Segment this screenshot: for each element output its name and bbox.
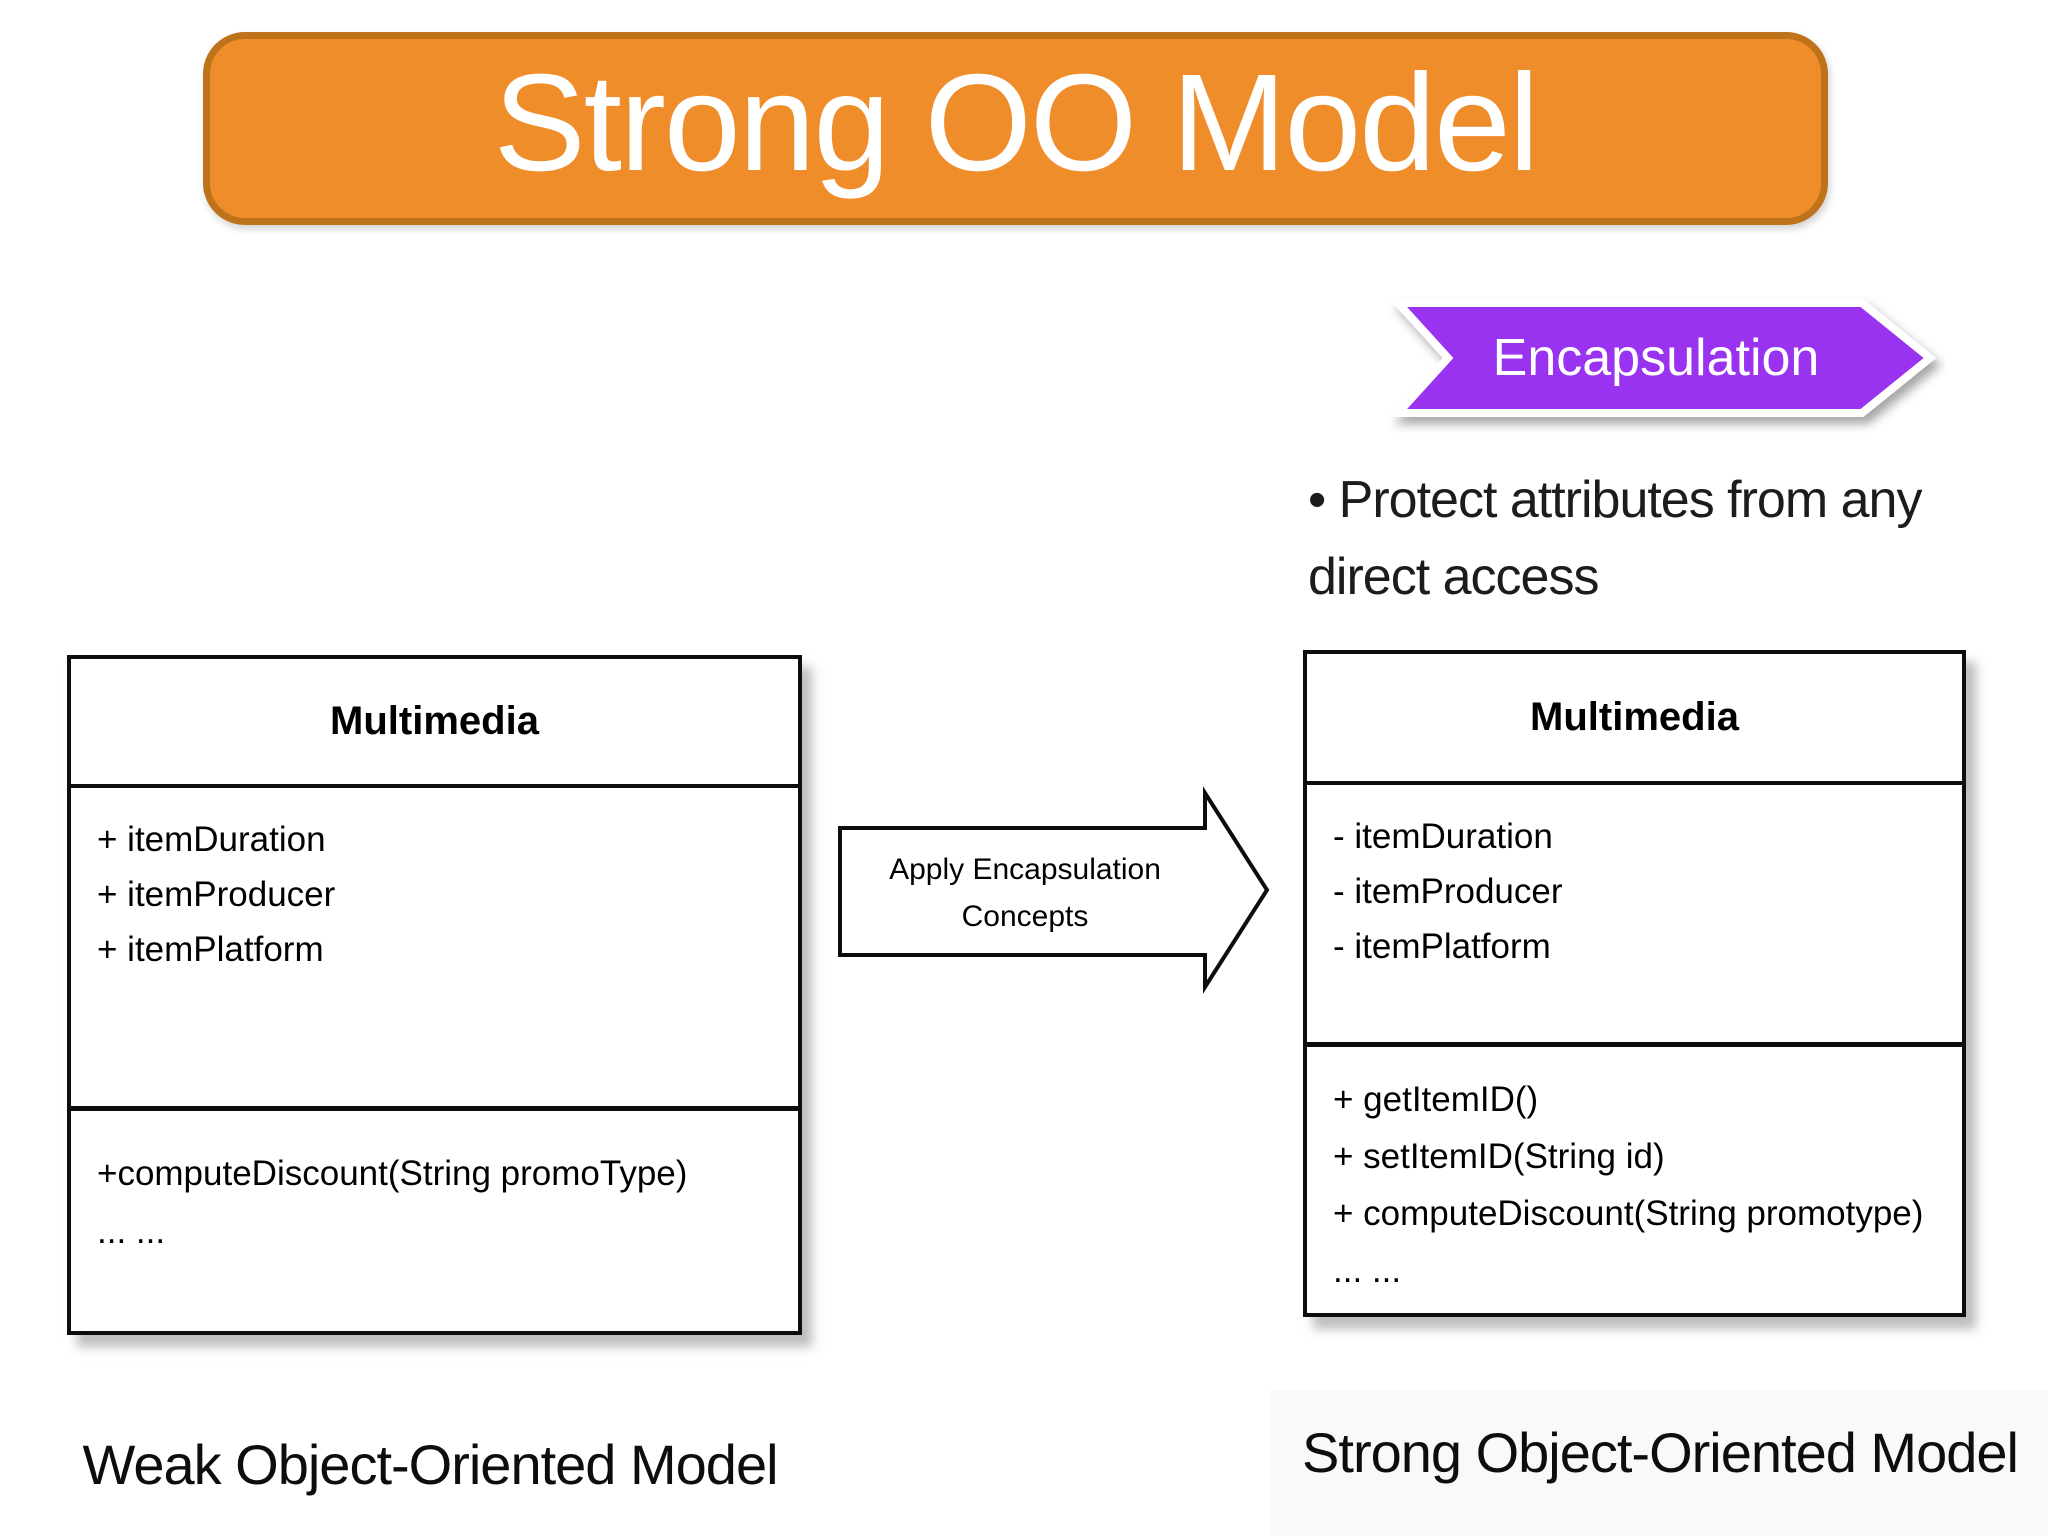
title-banner: Strong OO Model xyxy=(203,32,1828,225)
chevron-arrow-icon xyxy=(1388,299,1937,417)
attribute-item: + itemDuration xyxy=(97,820,326,859)
strong-class-name: Multimedia xyxy=(1307,654,1962,785)
method-item: + computeDiscount(String promotype) xyxy=(1333,1194,1924,1233)
attribute-item: + itemPlatform xyxy=(97,930,324,969)
transform-arrow-icon xyxy=(838,786,1270,994)
bullet-point: • Protect attributes from any direct acc… xyxy=(1308,471,1922,606)
weak-class-attributes: + itemDuration + itemProducer + itemPlat… xyxy=(71,788,798,1111)
method-item: + setItemID(String id) xyxy=(1333,1137,1665,1176)
attribute-item: - itemDuration xyxy=(1333,817,1553,856)
attribute-item: + itemProducer xyxy=(97,875,336,914)
weak-class-box: Multimedia + itemDuration + itemProducer… xyxy=(67,655,802,1335)
transform-arrow-label: Apply Encapsulation Concepts xyxy=(889,852,1161,933)
page-title: Strong OO Model xyxy=(493,46,1540,200)
strong-model-caption: Strong Object-Oriented Model xyxy=(1302,1421,2019,1484)
encapsulation-banner: Encapsulation xyxy=(1380,285,1970,445)
method-item: + getItemID() xyxy=(1333,1080,1539,1119)
strong-class-box: Multimedia - itemDuration - itemProducer… xyxy=(1303,650,1966,1317)
weak-class-name: Multimedia xyxy=(71,659,798,788)
strong-class-methods: + getItemID() + setItemID(String id) + c… xyxy=(1307,1047,1962,1299)
strong-class-attributes: - itemDuration - itemProducer - itemPlat… xyxy=(1307,785,1962,1047)
weak-class-methods: +computeDiscount(String promoType) ... .… xyxy=(71,1111,798,1261)
method-item: ... ... xyxy=(1333,1251,1402,1290)
encapsulation-label: Encapsulation xyxy=(1492,329,1820,387)
method-item: ... ... xyxy=(97,1212,166,1251)
weak-model-caption: Weak Object-Oriented Model xyxy=(82,1433,778,1496)
attribute-item: - itemPlatform xyxy=(1333,927,1551,966)
method-item: +computeDiscount(String promoType) xyxy=(97,1154,688,1193)
attribute-item: - itemProducer xyxy=(1333,872,1563,911)
